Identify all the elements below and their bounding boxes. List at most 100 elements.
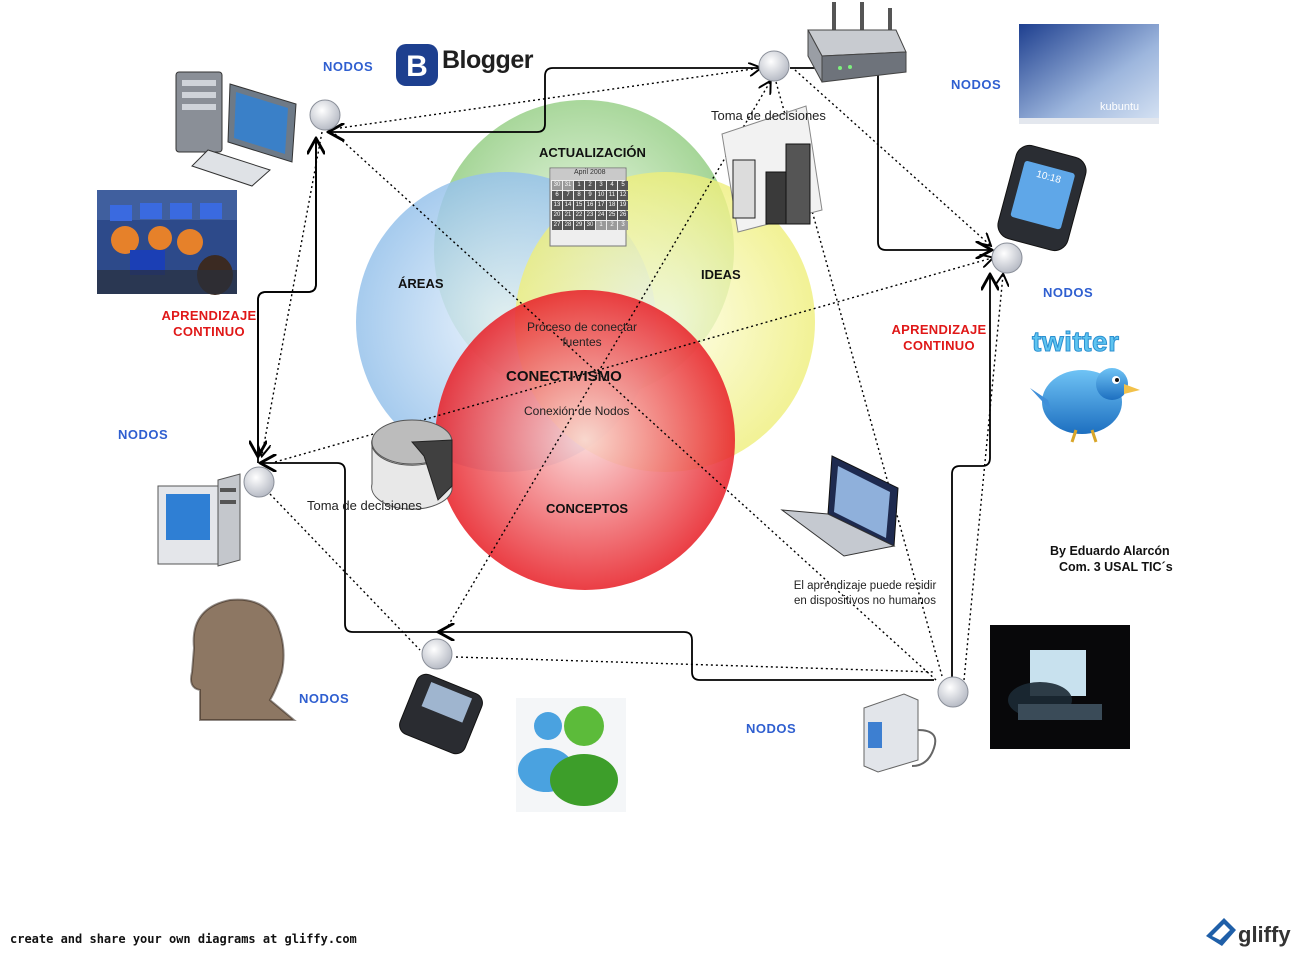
node-right xyxy=(991,242,1023,274)
calendar-day: 17 xyxy=(596,201,606,210)
author-line-2: Com. 3 USAL TIC´s xyxy=(1059,560,1173,574)
venn-diagram xyxy=(356,100,815,590)
dotted-connectors xyxy=(262,68,1003,681)
connector-left-up xyxy=(257,140,316,463)
center-title: CONECTIVISMO xyxy=(506,368,622,385)
aprendizaje-label-right: APRENDIZAJE CONTINUO xyxy=(891,322,987,353)
connection-label: Conexión de Nodos xyxy=(524,404,630,418)
calendar-day: 13 xyxy=(552,201,562,210)
circle-conceptos xyxy=(435,290,735,590)
calendar-day: 24 xyxy=(596,211,606,220)
calendar-day: 30 xyxy=(585,221,595,230)
calendar-day: 19 xyxy=(618,201,628,210)
calendar-day: 3 xyxy=(596,181,606,190)
calendar-day: 2 xyxy=(585,181,595,190)
node-circles xyxy=(243,50,1023,708)
calendar-day: 1 xyxy=(596,221,606,230)
node-left xyxy=(243,466,275,498)
calendar-day: 18 xyxy=(607,201,617,210)
calendar-day: 5 xyxy=(618,181,628,190)
nodos-label-top-left: NODOS xyxy=(323,59,374,74)
decision-label-top: Toma de decisiones xyxy=(711,108,826,123)
router-icon xyxy=(807,2,907,83)
author-line-1: By Eduardo Alarcón xyxy=(1050,544,1170,558)
nodos-label-bottom-right: NODOS xyxy=(746,721,797,736)
calendar-day: 8 xyxy=(574,191,584,200)
circle-label-actualizacion: ACTUALIZACIÓN xyxy=(539,145,646,160)
mosaic-head-silhouette xyxy=(190,598,297,721)
smartphone-icon xyxy=(997,144,1087,252)
gliffy-logo-mark xyxy=(1206,918,1236,946)
nodos-label-top-right: NODOS xyxy=(951,77,1002,92)
nodos-label-left: NODOS xyxy=(118,427,169,442)
blogger-wordmark: Blogger xyxy=(442,46,533,74)
connector-bottom xyxy=(440,632,934,681)
computer-lab-photo xyxy=(97,190,237,295)
connector-router-phone xyxy=(790,67,990,250)
node-top-left xyxy=(309,99,341,131)
footer-text[interactable]: create and share your own diagrams at gl… xyxy=(10,932,357,946)
connector-right xyxy=(951,276,990,690)
twitter-wordmark: twitter xyxy=(1032,326,1120,358)
connector-top-right xyxy=(544,67,760,100)
connector-top xyxy=(330,100,546,132)
calendar-day: 6 xyxy=(552,191,562,200)
calendar-day: 31 xyxy=(563,181,573,190)
calendar-day: 1 xyxy=(574,181,584,190)
gliffy-wordmark: gliffy xyxy=(1238,922,1291,947)
node-bottom-right xyxy=(937,676,969,708)
pie-chart-3d-icon xyxy=(371,419,453,510)
calendar-day: 22 xyxy=(574,211,584,220)
blackberry-phone-icon xyxy=(399,673,483,755)
calendar-month: April 2008 xyxy=(574,169,606,176)
nodos-label-right: NODOS xyxy=(1043,285,1094,300)
node-top-right xyxy=(758,50,790,82)
circle-label-conceptos: CONCEPTOS xyxy=(546,501,629,516)
kubuntu-wordmark: kubuntu xyxy=(1100,101,1140,113)
solid-connectors xyxy=(257,67,990,690)
kubuntu-screenshot xyxy=(1019,24,1159,124)
blogger-logo: B xyxy=(396,44,438,86)
process-label: Proceso de conectar fuentes xyxy=(526,320,638,349)
calendar-day: 28 xyxy=(563,221,573,230)
desktop-computer-icon xyxy=(175,71,297,187)
calendar-day: 20 xyxy=(552,211,562,220)
calendar-day: 14 xyxy=(563,201,573,210)
decision-label-left: Toma de decisiones xyxy=(307,498,422,513)
messenger-icon xyxy=(516,698,626,812)
calendar-day: 16 xyxy=(585,201,595,210)
calendar-day: 10 xyxy=(596,191,606,200)
calendar-day: 9 xyxy=(585,191,595,200)
nodos-label-bottom-left: NODOS xyxy=(299,691,350,706)
calendar-day: 30 xyxy=(552,181,562,190)
svg-text:B: B xyxy=(406,50,428,83)
connector-bottom-left xyxy=(262,463,440,633)
calendar-day: 29 xyxy=(574,221,584,230)
nonhuman-label: El aprendizaje puede residir en disposit… xyxy=(793,580,937,607)
calendar-day: 7 xyxy=(563,191,573,200)
calendar-day: 21 xyxy=(563,211,573,220)
circle-label-areas: ÁREAS xyxy=(398,276,444,291)
twitter-bird-icon xyxy=(1030,368,1140,443)
laptop-icon xyxy=(780,455,899,557)
calendar-day: 11 xyxy=(607,191,617,200)
external-drive-icon xyxy=(863,693,937,773)
node-bottom-middle xyxy=(421,638,453,670)
calendar-day: 12 xyxy=(618,191,628,200)
calendar-day: 3 xyxy=(618,221,628,230)
calendar-day: 26 xyxy=(618,211,628,220)
calendar-day: 2 xyxy=(607,221,617,230)
crt-computer-icon xyxy=(157,473,241,567)
bar-chart-3d-icon xyxy=(721,105,823,233)
calendar-day: 23 xyxy=(585,211,595,220)
circle-label-ideas: IDEAS xyxy=(701,267,741,282)
calendar-day: 4 xyxy=(607,181,617,190)
night-computer-photo xyxy=(990,625,1130,749)
aprendizaje-label-left: APRENDIZAJE CONTINUO xyxy=(161,308,257,339)
connector-left-down xyxy=(258,140,317,455)
calendar-day: 25 xyxy=(607,211,617,220)
calendar-day: 27 xyxy=(552,221,562,230)
calendar-day: 15 xyxy=(574,201,584,210)
